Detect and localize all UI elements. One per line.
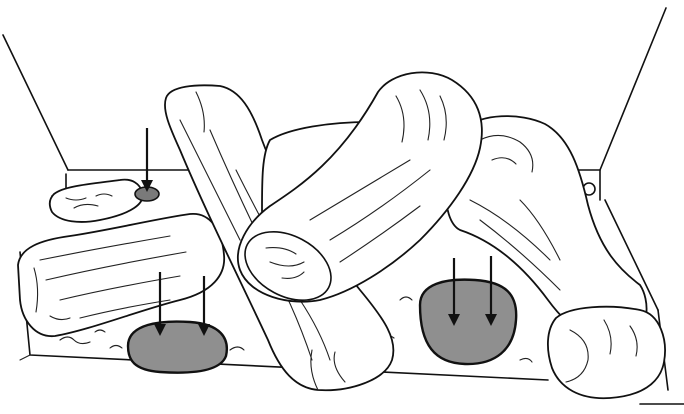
arrow-right-1 [448,258,460,326]
ember-spot-right [418,278,518,366]
small-back-log [48,178,160,223]
left-front-log [17,213,225,337]
arrow-left-2 [198,276,210,336]
right-front-log [547,305,666,400]
ember-spot-left [126,320,229,374]
arrow-small-left [141,128,153,192]
placement-arrows [141,128,497,336]
log-end-cut [244,231,332,301]
arrow-left-1 [154,272,166,336]
center-top-log [237,71,483,303]
arrow-right-2 [485,256,497,326]
